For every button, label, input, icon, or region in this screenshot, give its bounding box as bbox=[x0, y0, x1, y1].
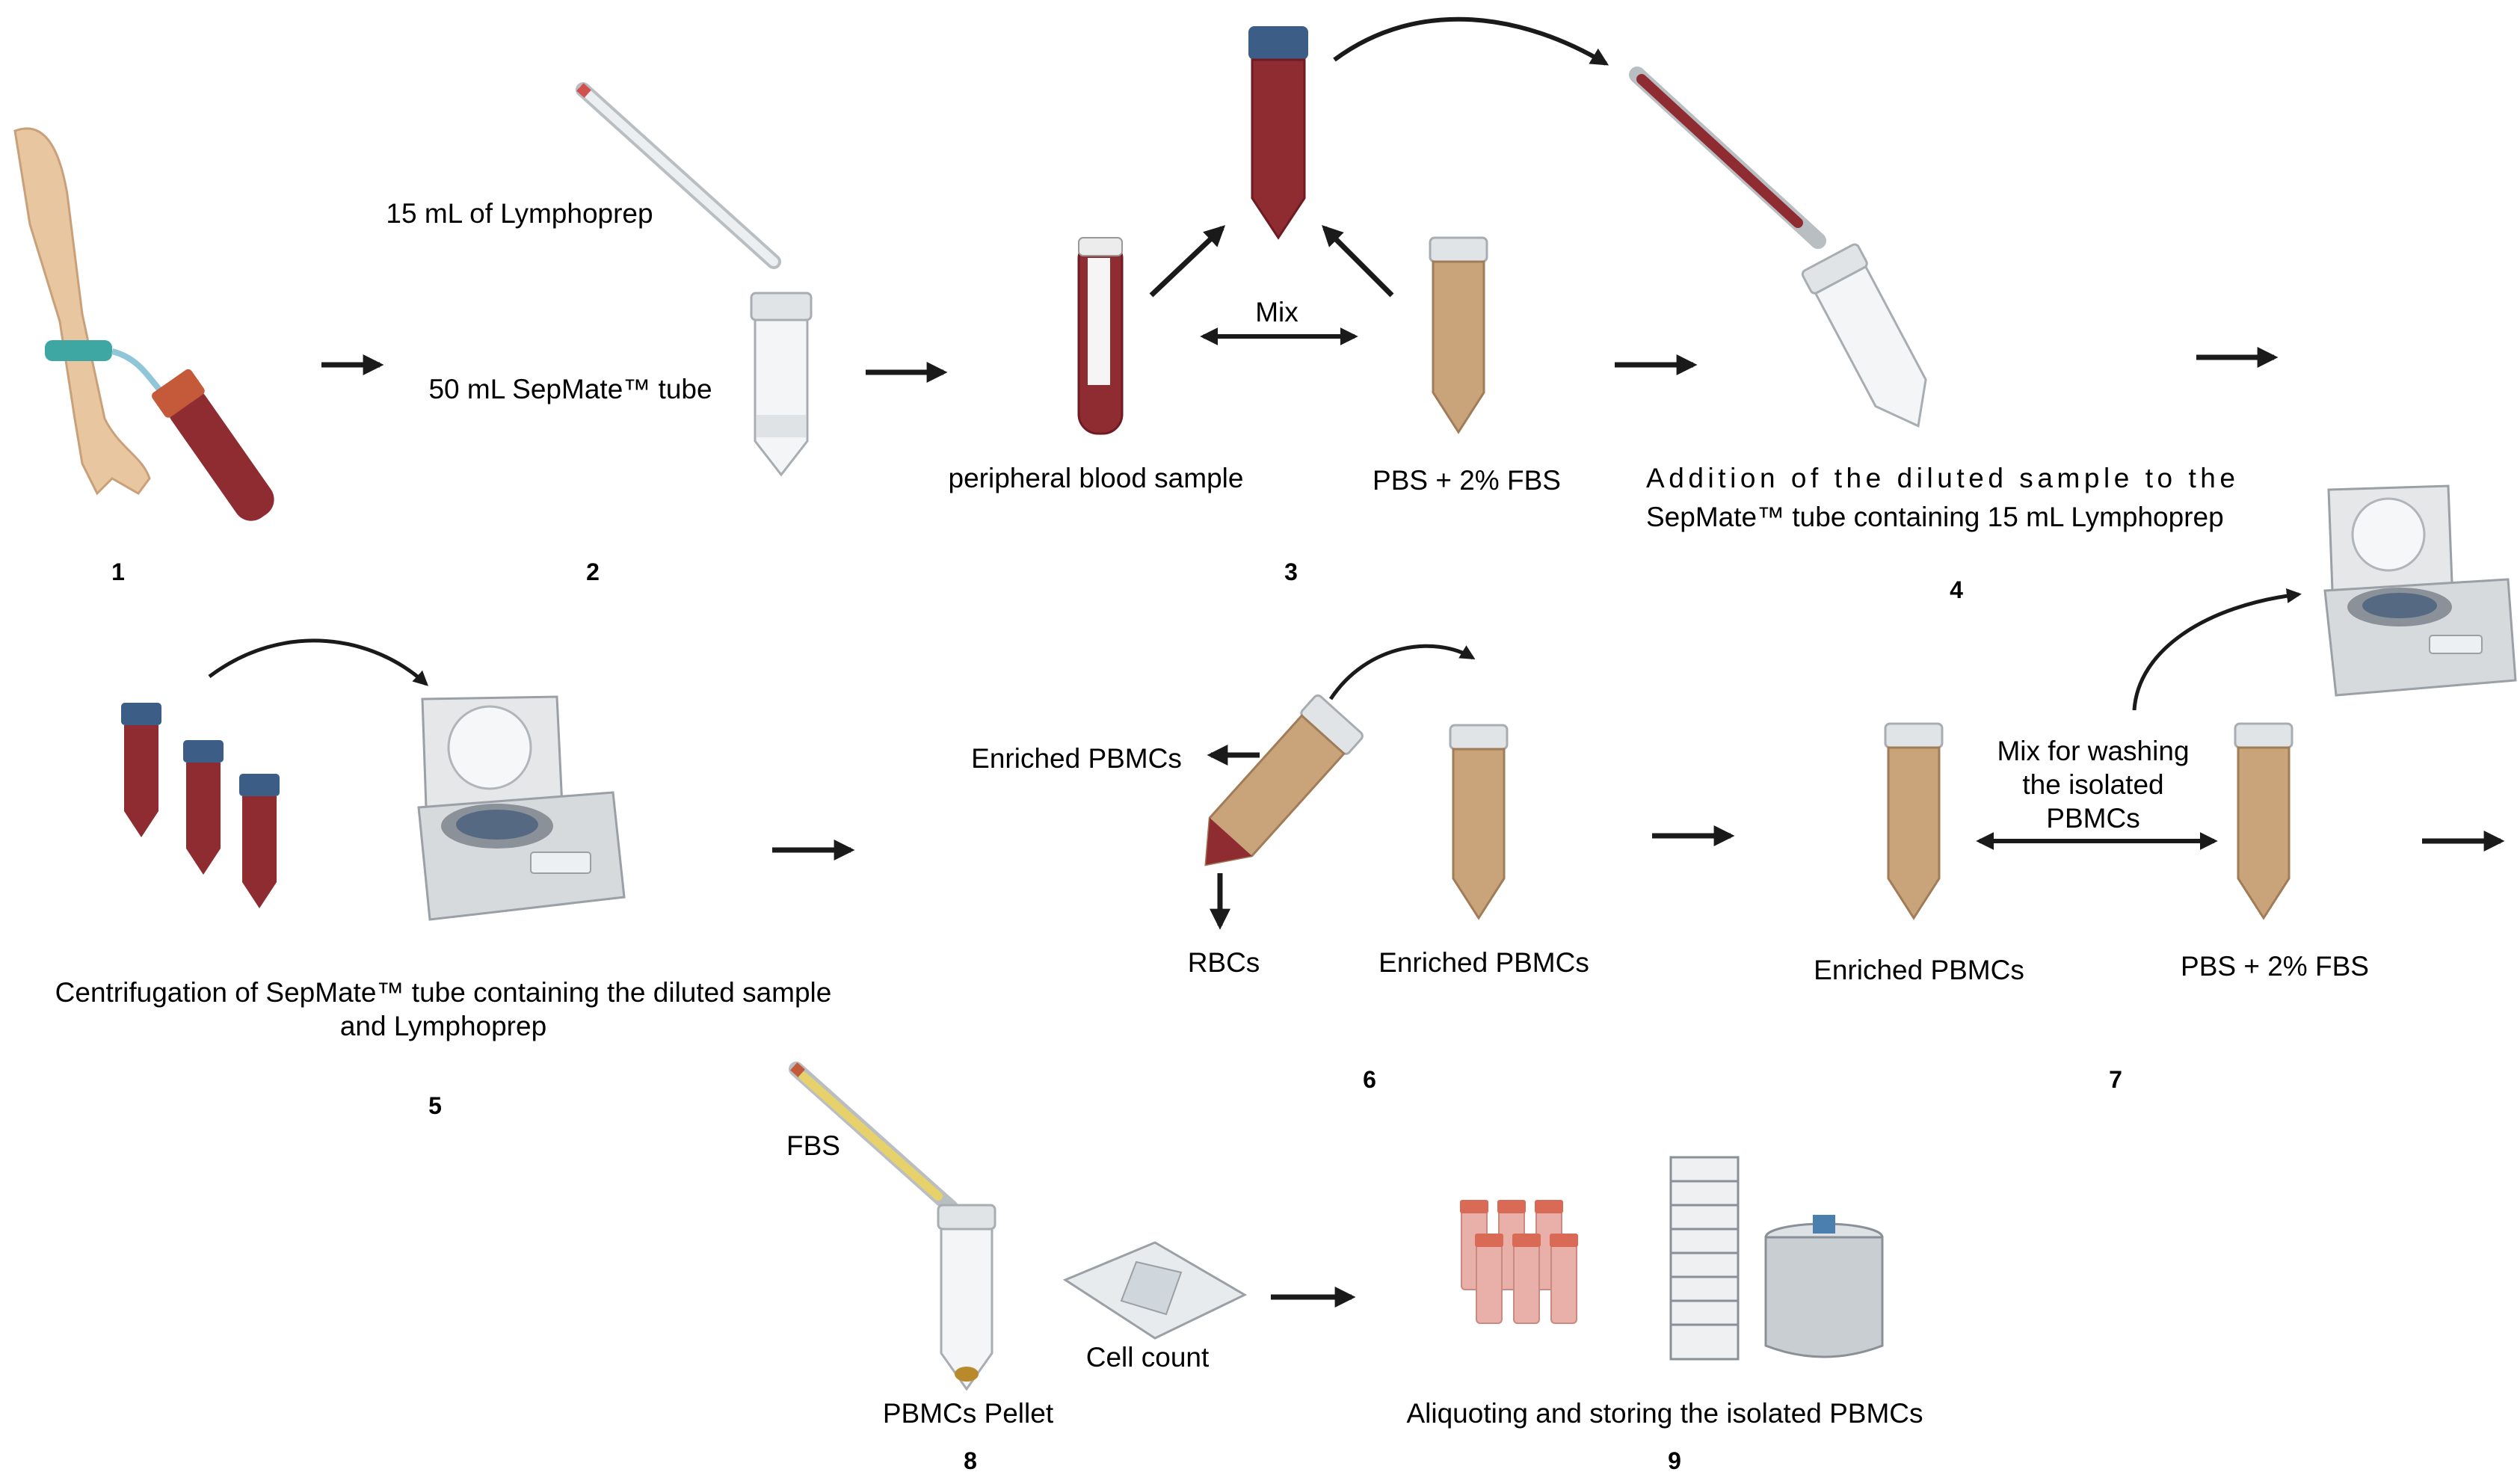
sepmate-tube-tilted bbox=[1801, 243, 1927, 428]
enriched-pbmcs-label-7: Enriched PBMCs bbox=[1814, 955, 2024, 985]
sepmate-tube-label: 50 mL SepMate™ tube bbox=[428, 374, 712, 404]
wash-mix-line3: PBMCs bbox=[2046, 803, 2139, 834]
arrow-blood-to-mix bbox=[1149, 225, 1226, 298]
centrifuge bbox=[417, 695, 626, 921]
fbs-label: FBS bbox=[786, 1130, 840, 1161]
blood-sample-tube bbox=[1077, 237, 1124, 435]
curved-arrow-enriched bbox=[1328, 644, 1476, 700]
step5-caption-line1: Centrifugation of SepMate™ tube containi… bbox=[55, 977, 832, 1008]
step4-caption-line1: Addition of the diluted sample to the bbox=[1646, 463, 2235, 493]
pbs-fbs-tube-7 bbox=[2234, 722, 2293, 920]
arm-blood-draw-illustration bbox=[13, 127, 274, 521]
sepmate-tube-empty bbox=[750, 292, 813, 477]
fbs-pipette bbox=[789, 1062, 958, 1215]
step-number-8: 8 bbox=[964, 1447, 977, 1474]
enriched-pbmcs-tube-7 bbox=[1884, 722, 1944, 920]
arrow-buffer-to-mix bbox=[1322, 225, 1394, 298]
step-number-1: 1 bbox=[111, 558, 125, 585]
serological-pipette bbox=[576, 82, 781, 269]
wash-mix-line2: the isolated bbox=[2022, 769, 2163, 800]
step-number-9: 9 bbox=[1668, 1447, 1681, 1474]
tourniquet bbox=[45, 340, 112, 361]
curved-arrow-to-centrifuge bbox=[208, 638, 428, 686]
step-number-7: 7 bbox=[2109, 1066, 2122, 1093]
step4-caption-line2: SepMate™ tube containing 15 mL Lymphopre… bbox=[1646, 502, 2224, 532]
wash-mix-line1: Mix for washing bbox=[1997, 736, 2189, 766]
step-number-6: 6 bbox=[1363, 1066, 1376, 1093]
rbcs-label: RBCs bbox=[1188, 947, 1260, 978]
pbs-fbs-tube bbox=[1429, 236, 1488, 434]
cell-count-label: Cell count bbox=[1086, 1342, 1210, 1373]
enriched-pbmcs-top-label: Enriched PBMCs bbox=[971, 743, 1182, 774]
curved-arrow-transfer bbox=[1333, 16, 1609, 66]
enriched-pbmcs-tube-6 bbox=[1449, 724, 1509, 920]
step-number-4: 4 bbox=[1950, 576, 1963, 603]
pipette-with-diluted-sample bbox=[1629, 67, 1826, 249]
pbs-fbs-label: PBS + 2% FBS bbox=[1373, 465, 1561, 496]
step5-caption-line2: and Lymphoprep bbox=[340, 1011, 546, 1041]
enriched-pbmcs-tube-label: Enriched PBMCs bbox=[1378, 947, 1589, 978]
hemocytometer-slide bbox=[1062, 1241, 1248, 1340]
separated-sepmate-tube bbox=[1204, 694, 1364, 866]
mix-label: Mix bbox=[1255, 297, 1298, 327]
cryovials-rack bbox=[1460, 1200, 1578, 1324]
curved-arrow-to-centrifuge-7 bbox=[2132, 588, 2302, 711]
step-number-3: 3 bbox=[1284, 558, 1298, 585]
lymphoprep-volume-label: 15 mL of Lymphoprep bbox=[386, 198, 653, 229]
storage-rack-tower bbox=[1669, 1156, 1740, 1361]
centrifuge-7 bbox=[2323, 484, 2517, 697]
step-number-5: 5 bbox=[428, 1092, 442, 1119]
step9-caption: Aliquoting and storing the isolated PBMC… bbox=[1406, 1398, 1923, 1429]
pbs-fbs-label-7: PBS + 2% FBS bbox=[2181, 951, 2369, 982]
peripheral-blood-label: peripheral blood sample bbox=[949, 463, 1244, 493]
diluted-sample-tube-top bbox=[1248, 26, 1308, 240]
liquid-nitrogen-dewar bbox=[1764, 1215, 1884, 1358]
step-number-2: 2 bbox=[586, 558, 600, 585]
pbmc-pellet-label: PBMCs Pellet bbox=[883, 1398, 1054, 1429]
blood-collection-tube bbox=[152, 369, 274, 521]
sepmate-tubes-diluted bbox=[121, 703, 280, 908]
pbmc-pellet-tube bbox=[937, 1204, 996, 1391]
